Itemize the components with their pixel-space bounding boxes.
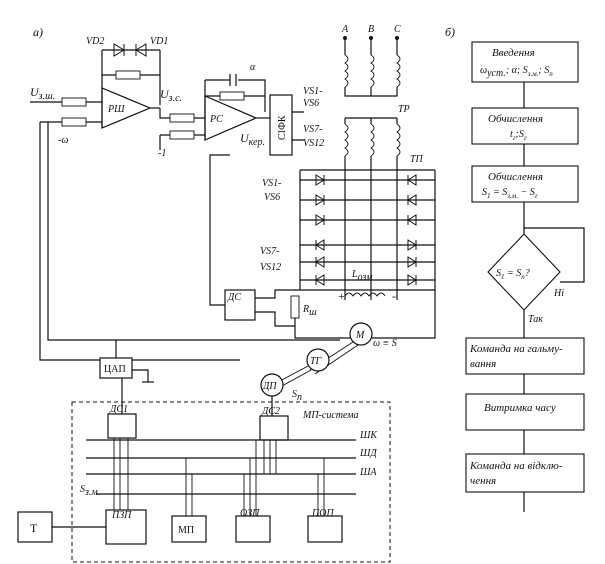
shunt-resistor (290, 295, 300, 319)
shd-label: ШД (359, 448, 377, 459)
opamp-rsh (101, 87, 152, 129)
tp-label: ТП (410, 154, 424, 165)
flow-step-calc-1 (471, 107, 579, 145)
motor (349, 322, 373, 346)
u-ker-label: Uкер. (240, 131, 265, 148)
ozu-block (235, 515, 271, 543)
vs7-vs12-b: VS12 (303, 138, 324, 149)
vd1-label: VD1 (150, 36, 168, 47)
transformer-secondary (344, 123, 401, 157)
flow-step6-line1: Команда на відклю- (469, 460, 563, 472)
dp-label: ДП (262, 381, 277, 392)
field-winding (344, 292, 386, 297)
flow-step3-formula: S1 = Sз.м. − Sг (482, 187, 538, 200)
flow-step4-line1: Команда на гальму- (469, 343, 563, 355)
input-resistor-2 (61, 117, 87, 127)
flow-step-brake (465, 337, 585, 375)
ozu-label: ОЗП (240, 508, 260, 519)
mp-system-label: МП-система (302, 410, 359, 421)
panel-a-label: a) (33, 25, 43, 39)
phase-c: C (394, 24, 401, 35)
mp-block (171, 515, 207, 543)
sha-label: ША (359, 467, 377, 478)
rsh-label: РШ (107, 104, 125, 115)
vs1-vs6-d: VS6 (264, 192, 280, 203)
shk-label: ШК (359, 430, 378, 441)
feedback-resistor-rsh (115, 70, 141, 80)
minus-label: - (392, 289, 396, 303)
pc-input-resistor-1 (169, 113, 195, 123)
flow-decision-formula: S1 = Sп? (496, 268, 530, 281)
sp-label: Sп (292, 389, 302, 403)
ds2-block (259, 415, 289, 441)
sifk-block (269, 94, 293, 156)
sifk-label: СІФК (277, 115, 288, 140)
ds2-label: ДС2 (261, 406, 280, 417)
alpha-label: α (250, 62, 256, 73)
u-zs-label: Uз.с. (160, 87, 182, 104)
motor-label: М (355, 330, 365, 341)
flow-step2-formula: tг;Sг (510, 129, 527, 142)
flowchart: Введення ωуст.; α; Sз.м.; Sп Обчислення … (465, 41, 585, 512)
phase-b: B (368, 24, 374, 35)
vs7-vs12-c: VS7- (260, 246, 279, 257)
panel-b-label: б) (445, 25, 455, 39)
pzu-block (105, 509, 147, 545)
pop-block (307, 515, 343, 543)
szm-label: Sз.м. (80, 484, 100, 498)
rs-label: PC (209, 114, 223, 125)
phase-a: A (341, 24, 349, 35)
pzu-label: ПЗП (111, 510, 132, 521)
flow-step-delay (465, 393, 585, 431)
tg-label: ТГ (310, 356, 322, 367)
minus-omega-label: -ω (58, 135, 68, 146)
flow-step-disconnect (465, 453, 585, 493)
flow-step6-line2: чення (470, 475, 496, 487)
ds1-block (107, 413, 137, 439)
t-label: Т (30, 521, 38, 535)
ds-label: ДС (227, 292, 241, 303)
opamp-pc (204, 95, 258, 141)
mp-system-frame (71, 401, 391, 563)
tachogenerator (306, 348, 330, 372)
ds1-label: ДС1 (109, 404, 128, 415)
transformer-primary (344, 54, 401, 88)
pc-feedback-resistor (219, 91, 245, 101)
mp-label: МП (178, 525, 194, 536)
flow-step-calc-2 (471, 165, 579, 203)
tr-label: ТР (398, 104, 410, 115)
omega-s-label: ω ≡ S (373, 338, 397, 349)
flow-step1-title: Введення (492, 47, 535, 59)
vs1-vs6-a: VS1- (303, 86, 322, 97)
input-resistor-1 (61, 97, 87, 107)
pc-input-resistor-2 (169, 130, 195, 140)
tsap-label: ЦАП (104, 364, 126, 375)
thyristor-group-2 (300, 239, 435, 286)
bus-taps (113, 438, 325, 516)
diode-vd1 (135, 43, 147, 57)
flow-step2-title: Обчислення (488, 113, 543, 125)
plus-label: + (338, 289, 345, 303)
pop-label: ПОП (311, 508, 334, 519)
flow-step-input (471, 41, 579, 83)
flow-step5-line1: Витримка часу (484, 402, 556, 414)
thyristor-group-1 (300, 174, 435, 226)
vs7-vs12-a: VS7- (303, 124, 322, 135)
vd2-label: VD2 (86, 36, 104, 47)
flow-step3-title: Обчислення (488, 171, 543, 183)
flow-step4-line2: вання (470, 358, 496, 370)
diode-vd2 (113, 43, 125, 57)
lozm-label: Lозм (351, 269, 373, 283)
u-zsh-label: Uз.ш. (30, 85, 55, 102)
flow-step1-formula: ωуст.; α; Sз.м.; Sп (480, 65, 553, 79)
rsh-res-label: Rш (302, 304, 317, 318)
vs1-vs6-b: VS6 (303, 98, 319, 109)
vs7-vs12-d: VS12 (260, 262, 281, 273)
flow-yes-label: Так (528, 314, 543, 325)
flow-no-label: Ні (553, 288, 564, 299)
minus-one-label: -1 (158, 148, 166, 159)
vs1-vs6-c: VS1- (262, 178, 281, 189)
